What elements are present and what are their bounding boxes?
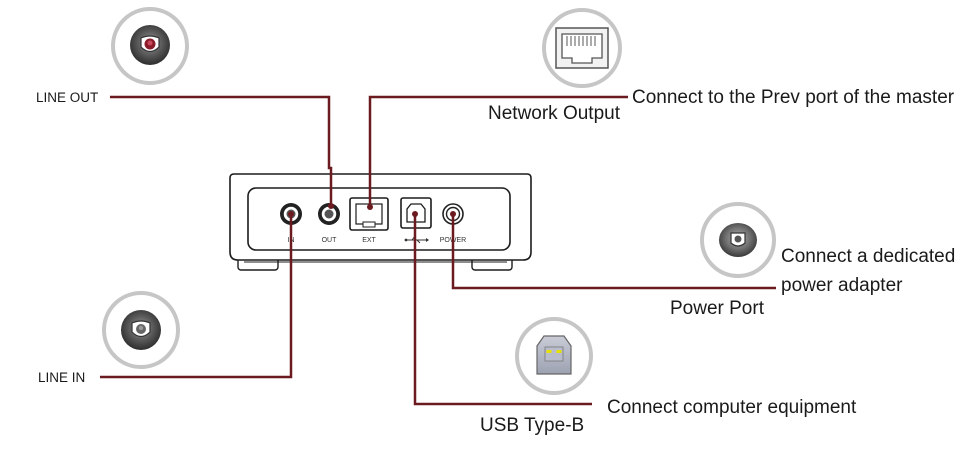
leader-network [368,95,628,207]
leader-dot-network [367,204,373,210]
leader-usb [413,214,592,406]
rj-network-port-icon [542,8,622,88]
ext-port: EXT [349,197,389,244]
usb-description: Connect computer equipment [607,397,857,418]
power-description-line2: power adapter [781,275,903,296]
leader-dot-power [450,211,456,217]
power-port-label-callout: Power Port [670,298,765,319]
leader-power [451,214,776,290]
out-port-label: OUT [322,237,338,244]
leader-line-in [100,214,293,379]
ext-port-label: EXT [362,237,376,244]
out-port: OUT [318,203,340,244]
line-out-label: LINE OUT [36,90,98,105]
device-unit: IN OUT EXT [229,173,532,271]
line-in-label: LINE IN [38,370,85,385]
leader-dot-out [328,203,334,209]
usb-type-b-label: USB Type-B [480,415,584,436]
network-output-label: Network Output [488,103,621,124]
leader-line-out [110,95,333,205]
network-description: Connect to the Prev port of the master [632,87,955,108]
usb-type-b-icon [515,317,593,395]
leader-dot-usb [412,211,418,217]
power-jack-icon [700,202,776,278]
line-in-jack-icon [102,291,180,369]
power-description-line1: Connect a dedicated [781,246,955,267]
leader-dot-in [288,211,294,217]
line-out-jack-icon [111,7,189,85]
